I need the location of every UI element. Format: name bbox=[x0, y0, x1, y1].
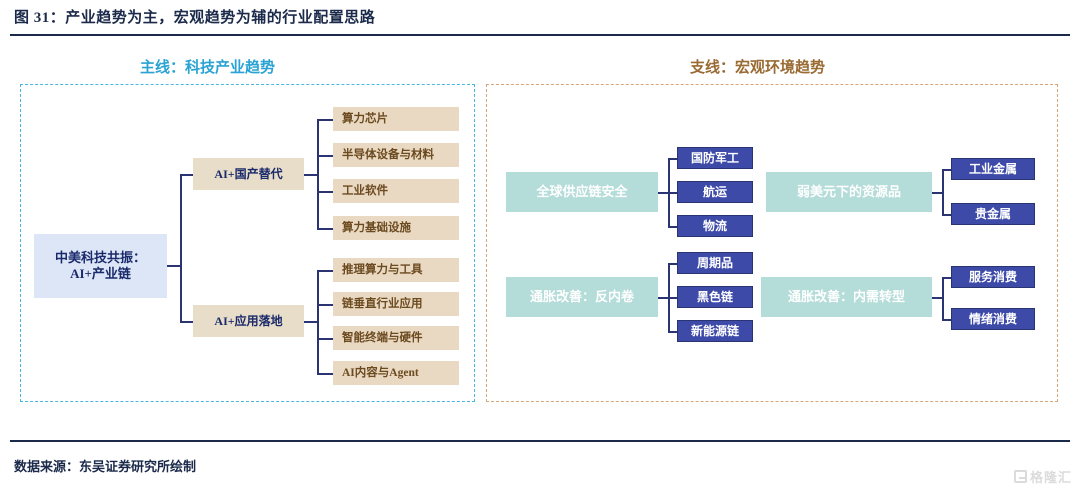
title-divider bbox=[10, 34, 1070, 36]
connector-g1p-child3 bbox=[668, 226, 677, 228]
right-section-caption: 支线：宏观环境趋势 bbox=[690, 60, 826, 76]
leaf-node[interactable]: 智能终端与硬件 bbox=[333, 326, 459, 350]
connector-g2s-child2 bbox=[942, 319, 951, 321]
connector-branch1-leaf2 bbox=[317, 155, 333, 157]
connector-branch2-bracket bbox=[317, 270, 319, 374]
connector-root-stem bbox=[167, 265, 181, 267]
child-node[interactable]: 贵金属 bbox=[951, 203, 1035, 225]
leaf-node[interactable]: 半导体设备与材料 bbox=[333, 143, 459, 167]
connector-g1p-child1 bbox=[668, 158, 677, 160]
connector-branch1-leaf3 bbox=[317, 191, 333, 193]
connector-g1s-child2 bbox=[942, 214, 951, 216]
connector-branch2-leaf2 bbox=[317, 304, 333, 306]
left-section-caption: 主线：科技产业趋势 bbox=[140, 60, 276, 76]
connector-branch1-bracket bbox=[317, 119, 319, 229]
leaf-node[interactable]: 算力基础设施 bbox=[333, 216, 459, 240]
page-title: 图 31：产业趋势为主，宏观趋势为辅的行业配置思路 bbox=[14, 10, 376, 26]
connector-g1p-child2 bbox=[668, 192, 677, 194]
child-node[interactable]: 服务消费 bbox=[951, 266, 1035, 288]
connector-g2p-child2 bbox=[668, 297, 677, 299]
leaf-node[interactable]: 链垂直行业应用 bbox=[333, 292, 459, 316]
node-branch-ai-domestic[interactable]: AI+国产替代 bbox=[193, 158, 304, 190]
connector-branch2-leaf3 bbox=[317, 338, 333, 340]
connector-g2s-stem bbox=[932, 297, 943, 299]
child-node[interactable]: 黑色链 bbox=[677, 286, 753, 308]
connector-branch2-stem bbox=[304, 321, 318, 323]
connector-branch1-stem bbox=[304, 174, 318, 176]
node-root-left[interactable]: 中美科技共振： AI+产业链 bbox=[34, 234, 167, 298]
child-node[interactable]: 航运 bbox=[677, 181, 753, 203]
leaf-node[interactable]: 推理算力与工具 bbox=[333, 258, 459, 282]
footer-divider bbox=[10, 440, 1070, 442]
child-node[interactable]: 新能源链 bbox=[677, 320, 753, 342]
source-note: 数据来源：东吴证券研究所绘制 bbox=[14, 459, 197, 474]
leaf-node[interactable]: 工业软件 bbox=[333, 179, 459, 203]
connector-g2s-child1 bbox=[942, 277, 951, 279]
connector-g1p-stem bbox=[658, 192, 669, 194]
node-global-supply-chain[interactable]: 全球供应链安全 bbox=[506, 172, 658, 212]
connector-branch2-leaf1 bbox=[317, 270, 333, 272]
node-inflation-domestic-demand[interactable]: 通胀改善：内需转型 bbox=[761, 277, 932, 317]
connector-branch2-leaf4 bbox=[317, 373, 333, 375]
watermark-logo-icon bbox=[1013, 470, 1027, 483]
child-node[interactable]: 物流 bbox=[677, 215, 753, 237]
leaf-node[interactable]: AI内容与Agent bbox=[333, 361, 459, 385]
connector-root-bracket bbox=[180, 174, 182, 322]
connector-g2p-child3 bbox=[668, 331, 677, 333]
connector-g2p-child1 bbox=[668, 263, 677, 265]
connector-g2s-bracket bbox=[942, 277, 944, 320]
watermark: 格隆汇 bbox=[1013, 467, 1072, 486]
leaf-node[interactable]: 算力芯片 bbox=[333, 107, 459, 131]
connector-to-branch-2 bbox=[180, 321, 193, 323]
node-inflation-anti-involution[interactable]: 通胀改善：反内卷 bbox=[506, 277, 658, 317]
connector-branch1-leaf4 bbox=[317, 228, 333, 230]
child-node[interactable]: 情绪消费 bbox=[951, 308, 1035, 330]
connector-g1s-stem bbox=[932, 192, 943, 194]
connector-g1s-child1 bbox=[942, 169, 951, 171]
connector-g2p-stem bbox=[658, 297, 669, 299]
connector-to-branch-1 bbox=[180, 174, 193, 176]
child-node[interactable]: 工业金属 bbox=[951, 158, 1035, 180]
connector-g1s-bracket bbox=[942, 169, 944, 215]
node-weak-dollar-resources[interactable]: 弱美元下的资源品 bbox=[766, 172, 932, 212]
child-node[interactable]: 国防军工 bbox=[677, 147, 753, 169]
child-node[interactable]: 周期品 bbox=[677, 252, 753, 274]
node-branch-ai-application[interactable]: AI+应用落地 bbox=[193, 305, 304, 337]
connector-branch1-leaf1 bbox=[317, 119, 333, 121]
watermark-label: 格隆汇 bbox=[1029, 470, 1072, 485]
right-panel-border bbox=[486, 84, 1058, 402]
